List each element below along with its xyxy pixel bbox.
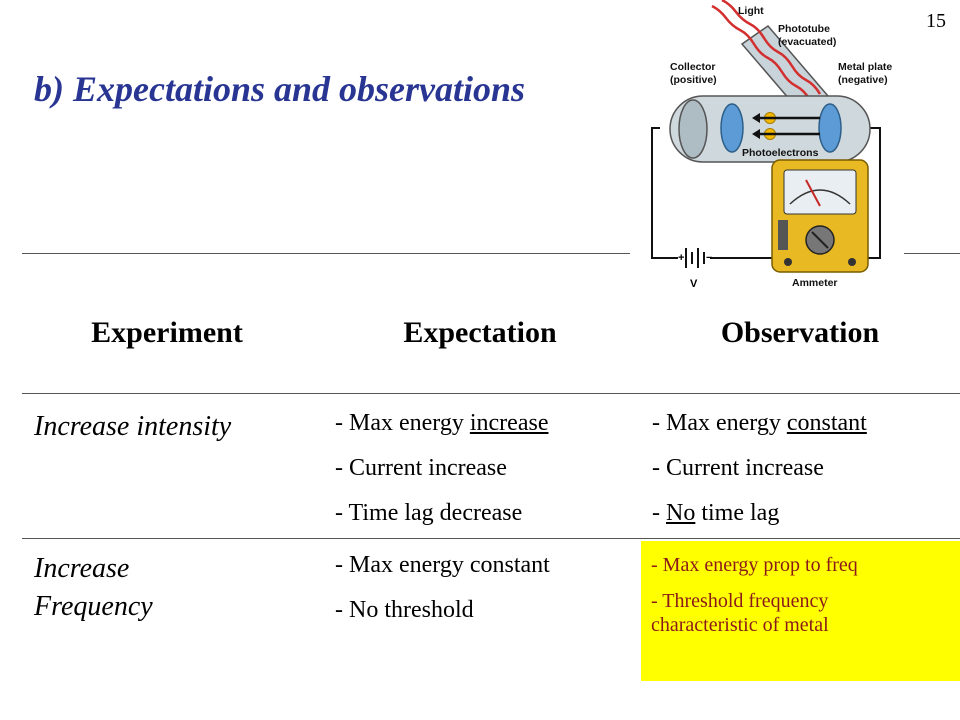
row-intensity-observation-line: - No time lag	[652, 500, 780, 526]
row-frequency-expectation-line: - No threshold	[335, 597, 474, 623]
phototube-label: Phototube	[778, 23, 830, 35]
metal-plate-label: Metal plate	[838, 61, 892, 73]
header-bottom-rule	[22, 393, 960, 394]
row-frequency-expectation-line: - Max energy constant	[335, 552, 550, 578]
photoelectric-apparatus-diagram: + − V Ligh	[651, 0, 892, 290]
row-intensity-observation-line: - Max energy constant	[652, 410, 867, 436]
battery-icon	[685, 248, 705, 268]
collector-plate	[720, 103, 744, 153]
row-divider-rule	[22, 538, 960, 539]
collector-label: Collector	[670, 61, 716, 73]
observation-highlight-box: - Max energy prop to freq - Threshold fr…	[641, 541, 960, 681]
electron-flow-arrow	[752, 113, 820, 139]
row-frequency-observation-line: characteristic of metal	[651, 614, 829, 636]
row-frequency-experiment: Increase Frequency	[34, 553, 153, 622]
battery-minus-label: −	[706, 252, 712, 264]
page-number: 15	[926, 10, 946, 32]
slide-title: b) Expectations and observations	[34, 69, 526, 109]
row-intensity-observation-line: - Current increase	[652, 455, 824, 481]
voltage-label: V	[690, 278, 698, 290]
row-intensity-expectation-line: - Time lag decrease	[335, 500, 523, 526]
header-experiment: Experiment	[91, 316, 243, 349]
ammeter-icon	[771, 159, 869, 273]
row-frequency-observation-line: - Threshold frequency	[651, 590, 829, 612]
metal-plate	[818, 103, 842, 153]
negative-label: (negative)	[838, 74, 888, 86]
header-expectation: Expectation	[403, 316, 557, 349]
table-top-rule-right	[904, 253, 960, 254]
header-observation: Observation	[720, 316, 880, 349]
light-ray-icon	[711, 0, 822, 101]
light-label: Light	[738, 5, 764, 17]
positive-label: (positive)	[670, 74, 717, 86]
table-top-rule	[22, 253, 630, 254]
photoelectrons-label: Photoelectrons	[742, 147, 819, 159]
row-intensity-expectation-line: - Current increase	[335, 455, 507, 481]
battery-plus-label: +	[678, 252, 684, 264]
row-frequency-observation-line: - Max energy prop to freq	[651, 554, 858, 576]
row-intensity-expectation-line: - Max energy increase	[335, 410, 549, 436]
ammeter-label: Ammeter	[792, 277, 838, 289]
evacuated-label: (evacuated)	[778, 36, 836, 48]
row-intensity-experiment: Increase intensity	[34, 411, 232, 442]
